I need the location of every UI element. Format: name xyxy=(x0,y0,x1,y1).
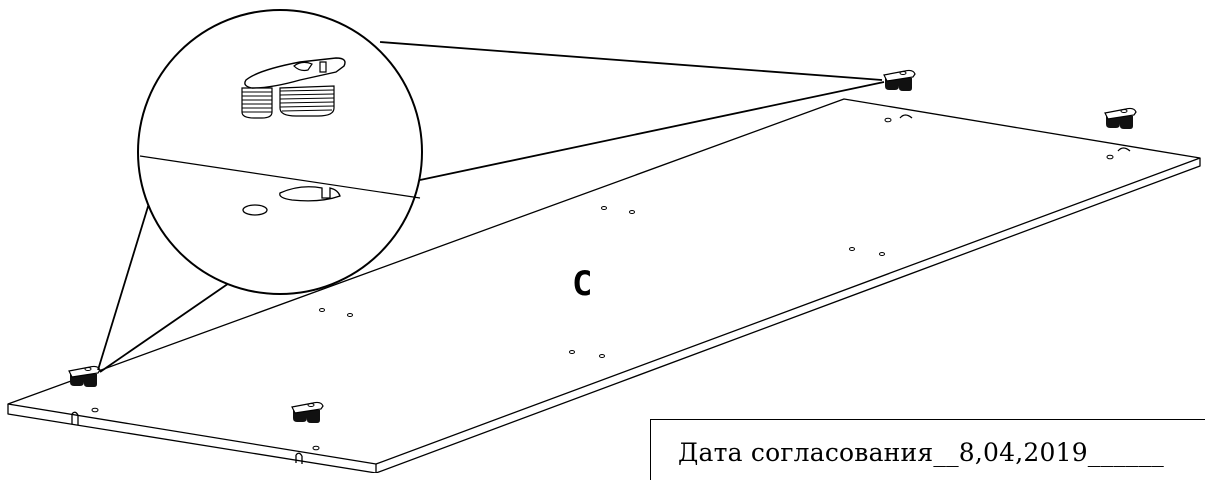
approval-stamp: Дата согласования__8,04,2019______ xyxy=(650,419,1205,480)
callout-leader-lines xyxy=(97,41,885,373)
magnified-detail-callout xyxy=(137,9,423,295)
cam-lock-fitting-icon xyxy=(68,365,101,388)
cam-lock-fitting-icon xyxy=(1104,107,1137,130)
panel-board xyxy=(7,98,1201,473)
panel-holes xyxy=(91,117,1114,451)
cam-lock-fitting-icon xyxy=(291,401,324,424)
panel-front-edge xyxy=(7,404,377,473)
magnified-fitting-icon xyxy=(241,57,346,119)
panel-label: C xyxy=(572,264,592,304)
approval-date-text: Дата согласования__8,04,2019______ xyxy=(678,438,1165,467)
panel-right-edge xyxy=(375,158,1201,473)
cam-lock-fitting-icon xyxy=(883,69,916,92)
